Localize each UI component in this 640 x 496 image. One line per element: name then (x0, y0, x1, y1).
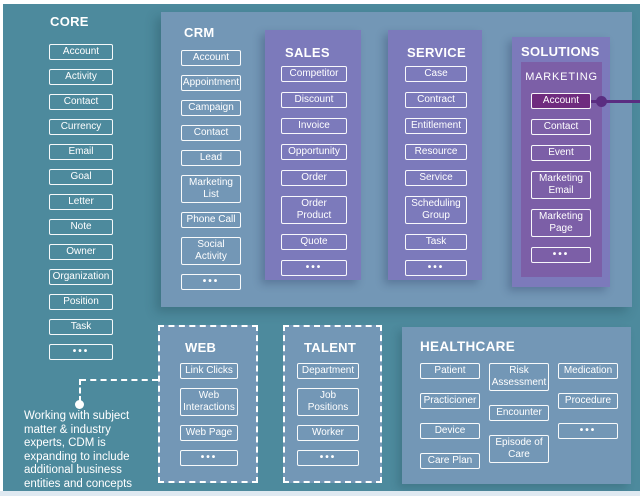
page-border-top (0, 0, 640, 4)
core-item-activity: Activity (49, 69, 113, 85)
healthcare-item-patient: Patient (420, 363, 480, 379)
healthcare-group-title: HEALTHCARE (420, 339, 515, 354)
talent-item-job-positions: Job Positions (297, 388, 359, 416)
marketing-item-ellipsis: ••• (531, 247, 591, 263)
core-group-title: CORE (50, 14, 89, 29)
expansion-note-text: Working with subject matter & industry e… (24, 410, 133, 490)
service-entity-list: Case Contract Entitlement Resource Servi… (405, 66, 467, 276)
service-item-scheduling-group: Scheduling Group (405, 196, 467, 224)
service-item-case: Case (405, 66, 467, 82)
sales-item-discount: Discount (281, 92, 347, 108)
core-item-email: Email (49, 144, 113, 160)
talent-item-worker: Worker (297, 425, 359, 441)
talent-group-title: TALENT (304, 340, 357, 355)
talent-item-ellipsis: ••• (297, 450, 359, 466)
marketing-item-account-highlighted: Account (531, 93, 591, 109)
sales-item-invoice: Invoice (281, 118, 347, 134)
crm-group-title: CRM (184, 25, 215, 40)
web-group-title: WEB (185, 340, 217, 355)
web-group-box (158, 325, 258, 483)
web-item-web-interactions: Web Interactions (180, 388, 238, 416)
note-connector-dot (75, 400, 84, 409)
sales-item-competitor: Competitor (281, 66, 347, 82)
sales-entity-list: Competitor Discount Invoice Opportunity … (281, 66, 347, 276)
crm-item-contact: Contact (181, 125, 241, 141)
crm-item-lead: Lead (181, 150, 241, 166)
web-item-link-clicks: Link Clicks (180, 363, 238, 379)
account-connector-line (591, 100, 640, 103)
marketing-item-contact: Contact (531, 119, 591, 135)
note-connector-vertical (79, 379, 81, 402)
sales-item-quote: Quote (281, 234, 347, 250)
sales-item-order-product: Order Product (281, 196, 347, 224)
healthcare-item-care-plan: Care Plan (420, 453, 480, 469)
healthcare-item-procedure: Procedure (558, 393, 618, 409)
marketing-item-marketing-email: Marketing Email (531, 171, 591, 199)
sales-item-order: Order (281, 170, 347, 186)
core-item-account: Account (49, 44, 113, 60)
note-connector-horizontal (80, 379, 158, 381)
marketing-item-marketing-page: Marketing Page (531, 209, 591, 237)
sales-item-ellipsis: ••• (281, 260, 347, 276)
marketing-item-event: Event (531, 145, 591, 161)
crm-entity-list: Account Appointment Campaign Contact Lea… (181, 50, 241, 290)
healthcare-item-ellipsis: ••• (558, 423, 618, 439)
marketing-entity-list: Account Contact Event Marketing Email Ma… (531, 93, 591, 263)
core-item-position: Position (49, 294, 113, 310)
marketing-group-title: MARKETING (525, 71, 598, 83)
crm-item-campaign: Campaign (181, 100, 241, 116)
talent-entity-list: Department Job Positions Worker ••• (297, 363, 359, 466)
service-item-task: Task (405, 234, 467, 250)
healthcare-entity-column-2: Risk Assessment Encounter Episode of Car… (489, 363, 549, 463)
core-entity-list: Account Activity Contact Currency Email … (49, 44, 113, 360)
healthcare-entity-column-3: Medication Procedure ••• (558, 363, 618, 439)
core-item-ellipsis: ••• (49, 344, 113, 360)
healthcare-item-encounter: Encounter (489, 405, 549, 421)
service-item-ellipsis: ••• (405, 260, 467, 276)
service-item-resource: Resource (405, 144, 467, 160)
core-item-letter: Letter (49, 194, 113, 210)
crm-item-account: Account (181, 50, 241, 66)
healthcare-item-episode-of-care: Episode of Care (489, 435, 549, 463)
service-item-entitlement: Entitlement (405, 118, 467, 134)
crm-item-marketing-list: Marketing List (181, 175, 241, 203)
core-item-currency: Currency (49, 119, 113, 135)
healthcare-item-medication: Medication (558, 363, 618, 379)
core-item-contact: Contact (49, 94, 113, 110)
service-item-service: Service (405, 170, 467, 186)
page-border-left (0, 0, 3, 496)
service-group-title: SERVICE (407, 45, 466, 60)
crm-item-social-activity: Social Activity (181, 237, 241, 265)
crm-item-ellipsis: ••• (181, 274, 241, 290)
healthcare-item-risk-assessment: Risk Assessment (489, 363, 549, 391)
web-entity-list: Link Clicks Web Interactions Web Page ••… (180, 363, 238, 466)
crm-item-appointment: Appointment (181, 75, 241, 91)
talent-item-department: Department (297, 363, 359, 379)
core-item-goal: Goal (49, 169, 113, 185)
crm-item-phone-call: Phone Call (181, 212, 241, 228)
solutions-group-title: SOLUTIONS (521, 44, 600, 59)
sales-item-opportunity: Opportunity (281, 144, 347, 160)
web-item-ellipsis: ••• (180, 450, 238, 466)
healthcare-item-practicioner: Practicioner (420, 393, 480, 409)
service-item-contract: Contract (405, 92, 467, 108)
healthcare-item-device: Device (420, 423, 480, 439)
web-item-web-page: Web Page (180, 425, 238, 441)
sales-group-title: SALES (285, 45, 330, 60)
page-border-bottom (0, 491, 640, 496)
healthcare-entity-column-1: Patient Practicioner Device Care Plan (420, 363, 480, 469)
account-connector-dot (596, 96, 607, 107)
talent-group-box (283, 325, 382, 483)
core-item-owner: Owner (49, 244, 113, 260)
core-item-task: Task (49, 319, 113, 335)
core-item-note: Note (49, 219, 113, 235)
core-item-organization: Organization (49, 269, 113, 285)
